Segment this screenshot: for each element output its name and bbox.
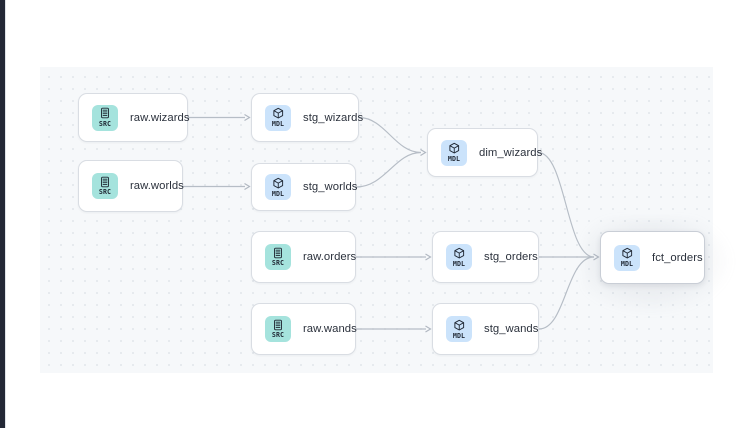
model-badge: MDL [446, 316, 472, 342]
model-badge: MDL [441, 139, 467, 166]
lineage-node-label: stg_orders [484, 251, 538, 263]
lineage-node-label: stg_worlds [303, 181, 358, 193]
lineage-node-label: stg_wands [484, 323, 539, 335]
cube-icon [272, 177, 285, 190]
lineage-node-raw_wands[interactable]: SRC raw.wands [251, 303, 357, 355]
model-badge: MDL [265, 174, 291, 200]
cube-icon [453, 319, 466, 332]
badge-kind-label: MDL [447, 155, 461, 164]
lineage-node-label: dim_wizards [479, 146, 543, 159]
database-icon [272, 247, 284, 259]
lineage-node-dim_wizards[interactable]: MDL dim_wizards [427, 128, 542, 177]
lineage-node-label: stg_wizards [303, 111, 364, 124]
source-badge: SRC [265, 244, 291, 270]
lineage-node-label: raw.wands [303, 323, 357, 335]
left-rail [0, 0, 5, 428]
badge-kind-label: SRC [98, 119, 112, 128]
database-icon [99, 176, 111, 188]
lineage-node-raw_wizards[interactable]: SRC raw.wizards [78, 93, 190, 142]
cube-icon [448, 142, 461, 155]
model-badge: MDL [446, 244, 472, 270]
lineage-node-label: raw.worlds [130, 180, 184, 192]
database-icon [99, 107, 111, 119]
database-icon [272, 319, 284, 331]
source-badge: SRC [265, 316, 291, 342]
lineage-node-label: raw.orders [303, 251, 357, 263]
badge-kind-label: SRC [271, 259, 285, 268]
left-rail-divider [5, 0, 6, 428]
source-badge: SRC [92, 173, 118, 199]
lineage-node-raw_orders[interactable]: SRC raw.orders [251, 231, 356, 283]
lineage-node-raw_worlds[interactable]: SRC raw.worlds [78, 160, 184, 212]
badge-kind-label: MDL [452, 331, 466, 340]
cube-icon [621, 247, 634, 260]
lineage-node-stg_orders[interactable]: MDL stg_orders [432, 231, 539, 283]
lineage-node-fct_orders[interactable]: MDL fct_orders [600, 231, 705, 284]
lineage-node-stg_wands[interactable]: MDL stg_wands [432, 303, 539, 355]
model-badge: MDL [614, 244, 640, 271]
cube-icon [453, 247, 466, 260]
lineage-node-stg_wizards[interactable]: MDL stg_wizards [251, 93, 363, 142]
badge-kind-label: MDL [452, 259, 466, 268]
badge-kind-label: MDL [620, 260, 634, 269]
badge-kind-label: SRC [271, 331, 285, 340]
lineage-node-label: fct_orders [652, 251, 703, 264]
badge-kind-label: MDL [271, 189, 285, 198]
model-badge: MDL [265, 104, 291, 131]
lineage-node-label: raw.wizards [130, 111, 190, 124]
lineage-node-stg_worlds[interactable]: MDL stg_worlds [251, 163, 358, 211]
badge-kind-label: SRC [98, 188, 112, 197]
badge-kind-label: MDL [271, 120, 285, 129]
cube-icon [272, 107, 285, 120]
source-badge: SRC [92, 104, 118, 131]
